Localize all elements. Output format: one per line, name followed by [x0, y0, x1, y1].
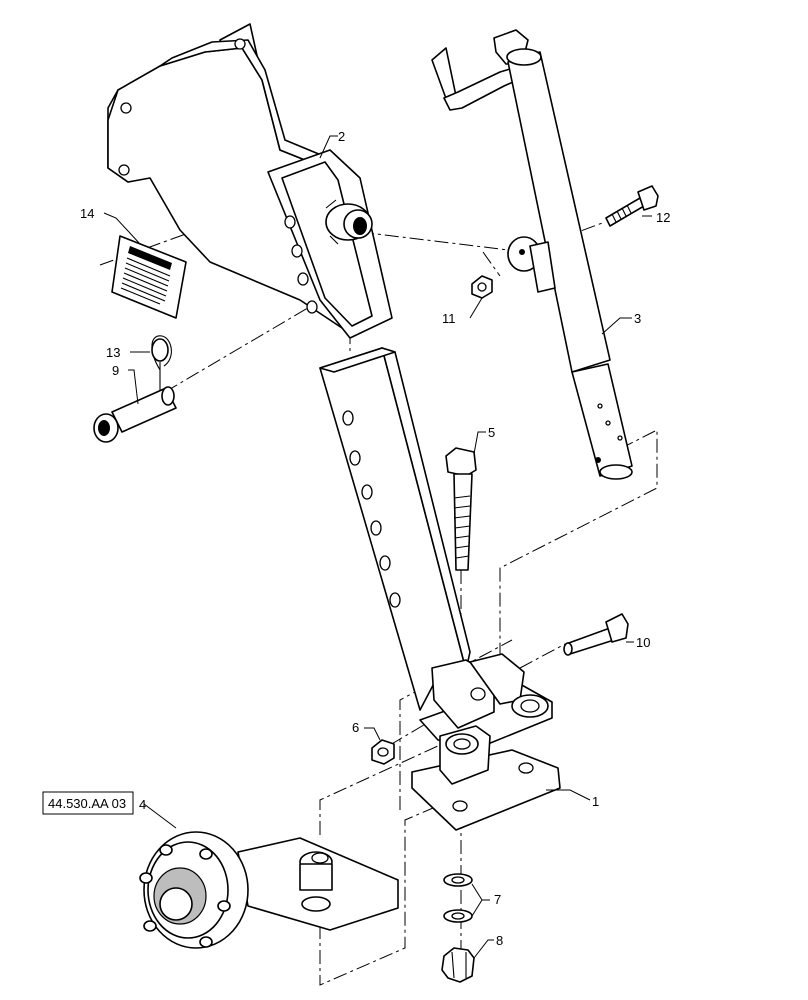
- reference-box: [42, 791, 134, 815]
- bolt-vertical: [445, 447, 477, 571]
- warning-decal: [111, 235, 187, 319]
- callout-14: 14: [80, 206, 94, 221]
- lock-nut-upper: [471, 275, 493, 299]
- bolt-lower: [563, 613, 629, 656]
- callout-9: 9: [112, 363, 119, 378]
- lock-nut-lower: [371, 739, 395, 765]
- reference-label[interactable]: 44.530.AA 03: [48, 796, 126, 811]
- callout-labels: 1 2 3 4 5 6 7 8 9 10 11 12 13 14: [80, 129, 670, 948]
- mounting-bracket: [107, 23, 393, 339]
- callout-11: 11: [442, 311, 456, 326]
- hitch-pin: [93, 386, 177, 443]
- callout-13: 13: [106, 345, 120, 360]
- base-weldment: [411, 653, 561, 831]
- callout-3: 3: [634, 311, 641, 326]
- reference-link[interactable]: 44.530.AA 03: [42, 791, 134, 815]
- castle-nut: [441, 947, 475, 983]
- callout-12: 12: [656, 210, 670, 225]
- wheel-studs: [139, 844, 231, 948]
- leg-tube: [319, 347, 471, 711]
- callout-8: 8: [496, 933, 503, 948]
- jack-tube: [431, 29, 633, 480]
- callout-10: 10: [636, 635, 650, 650]
- callout-2: 2: [338, 129, 345, 144]
- wheel-hub-assembly: [139, 831, 399, 949]
- leader-lines: [103, 135, 652, 959]
- callout-4: 4: [139, 797, 146, 812]
- callout-1: 1: [592, 794, 599, 809]
- callout-5: 5: [488, 425, 495, 440]
- callout-6: 6: [352, 720, 359, 735]
- lynch-pin: [151, 335, 172, 390]
- callout-7: 7: [494, 892, 501, 907]
- washers: [443, 873, 473, 923]
- bolt-upper: [605, 185, 659, 227]
